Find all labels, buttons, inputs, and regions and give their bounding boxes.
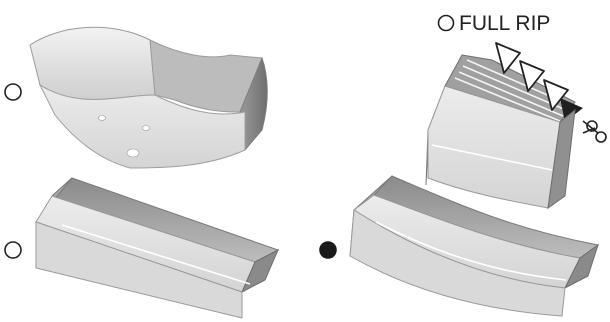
shell-left-wing: [30, 27, 155, 99]
shell-hole-center: [127, 149, 139, 157]
radio-full-rip[interactable]: [439, 16, 454, 31]
radio-curved-shell-bottom-right[interactable]: [320, 242, 336, 258]
full-rip-shell-top-right: [426, 55, 583, 208]
shell-hole-right: [143, 126, 150, 131]
shell-hole-left: [99, 116, 106, 121]
curved-shell-top-left: [30, 27, 267, 168]
full-rip-label: FULL RIP: [459, 12, 550, 35]
radio-flat-shell-bottom-left[interactable]: [5, 242, 21, 258]
flat-shell-bottom-left: [36, 178, 278, 318]
radio-curved-shell-top-left[interactable]: [5, 84, 21, 100]
scissors-icon: [583, 121, 606, 142]
